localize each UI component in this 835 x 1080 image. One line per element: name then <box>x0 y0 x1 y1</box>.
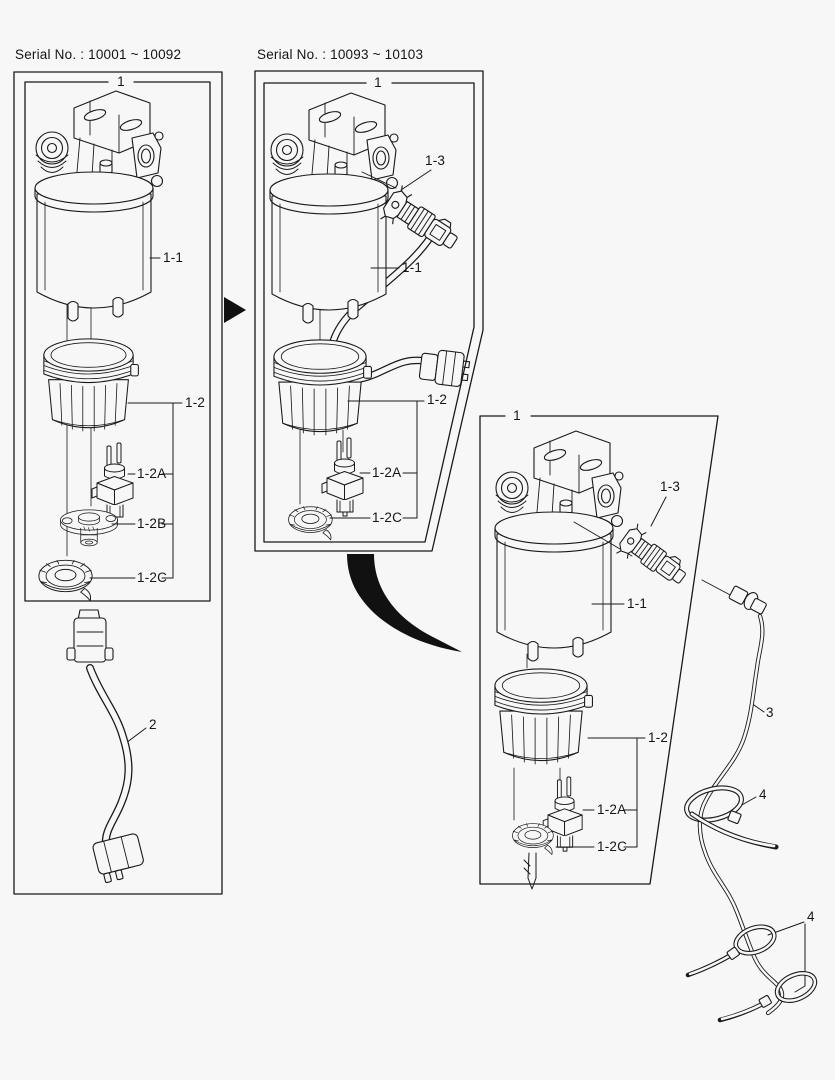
callout-middle-wif-1-3: 1-3 <box>425 153 446 168</box>
callout-right-harness-3: 3 <box>766 705 774 720</box>
callout-right-ring-1-2C: 1-2C <box>597 839 628 854</box>
fuel-hose-part2 <box>66 609 144 884</box>
callout-middle-ring-1-2C: 1-2C <box>372 510 403 525</box>
callout-left-valve-1-2B: 1-2B <box>137 516 167 531</box>
callout-right-cap-1-2: 1-2 <box>648 730 669 745</box>
section-boxes <box>13 70 719 895</box>
serial-range-box-middle <box>254 70 484 552</box>
callout-middle-sensor-1-2A: 1-2A <box>372 465 402 480</box>
callout-right-filter-1-1: 1-1 <box>627 596 648 611</box>
callout-right-sensor-1-2A: 1-2A <box>597 802 627 817</box>
callout-left-cap-1-2: 1-2 <box>185 395 206 410</box>
wiring-harness-part3 <box>697 585 785 1016</box>
callout-right-wif-1-3: 1-3 <box>660 479 681 494</box>
callout-middle-cap-1-2: 1-2 <box>427 392 448 407</box>
fuel-filter-assembly-middle <box>269 92 471 541</box>
assembly-box-left <box>24 81 211 602</box>
cable-ties-part4 <box>684 785 818 1023</box>
callout-left-sensor-1-2A: 1-2A <box>137 466 167 481</box>
serial-range-box-left <box>13 71 223 895</box>
next-revision-arrow-icon <box>224 297 246 323</box>
callout-left-hose-2: 2 <box>149 717 157 732</box>
callout-middle-assembly-1: 1 <box>374 75 382 90</box>
callout-left-ring-1-2C: 1-2C <box>137 570 168 585</box>
serial-range-label-middle: Serial No. : 10093 ~ 10103 <box>257 47 424 62</box>
transition-arrow-icon <box>347 554 462 652</box>
assembly-box-right <box>479 415 719 885</box>
callout-left-assembly-1: 1 <box>117 74 125 89</box>
assembly-box-middle <box>263 82 475 543</box>
callout-right-tie-4-lower: 4 <box>807 909 815 924</box>
callout-right-tie-4-upper: 4 <box>759 787 767 802</box>
callout-right-assembly-1: 1 <box>513 408 521 423</box>
callout-left-filter-1-1: 1-1 <box>163 250 184 265</box>
serial-range-label-left: Serial No. : 10001 ~ 10092 <box>15 47 182 62</box>
callout-middle-filter-1-1: 1-1 <box>402 260 423 275</box>
fuel-filter-assembly-right <box>494 430 806 993</box>
